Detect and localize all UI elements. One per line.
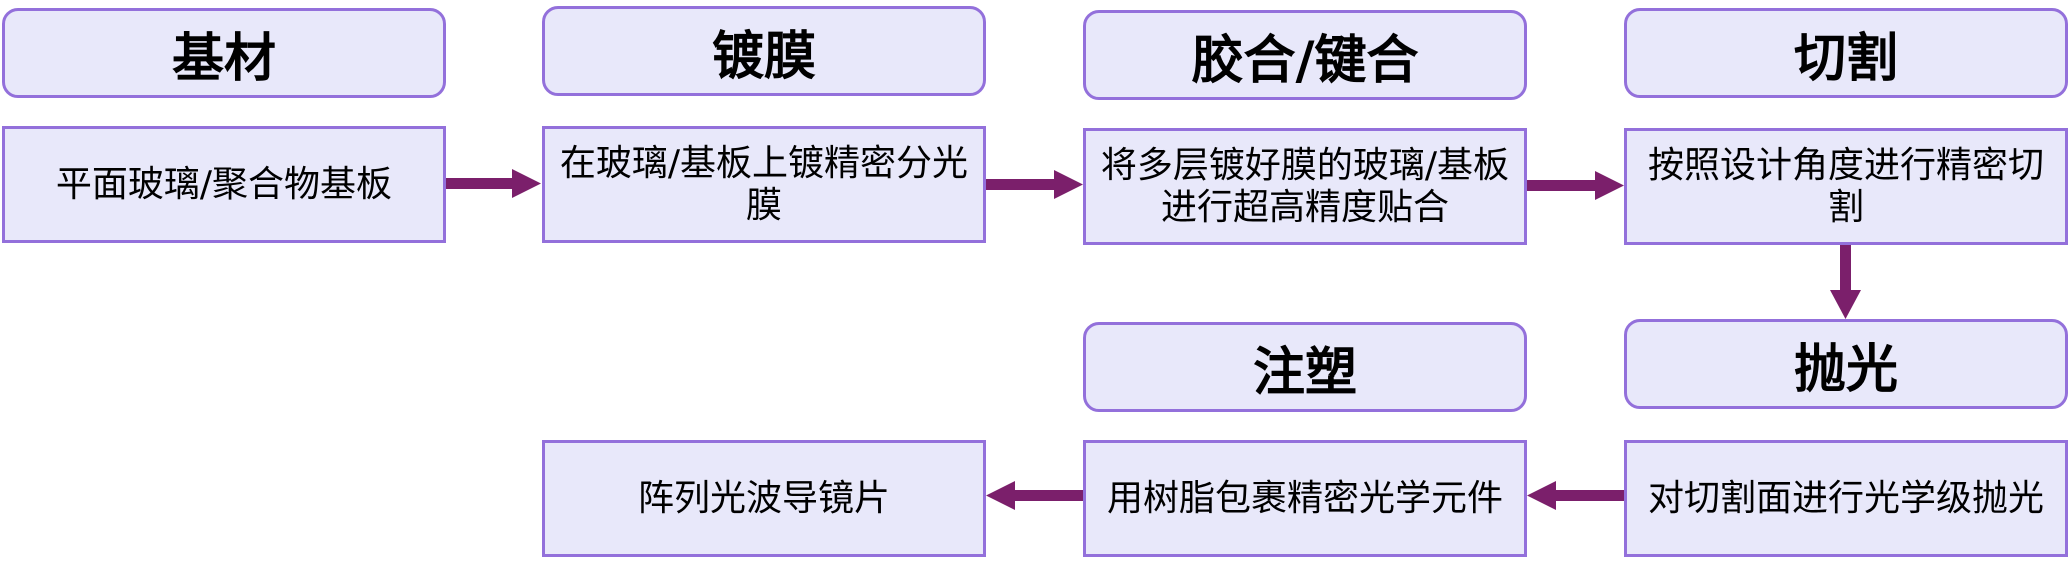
result-box: 阵列光波导镜片 xyxy=(542,440,986,557)
step-4-description: 按照设计角度进行精密切割 xyxy=(1647,144,2044,228)
step-1-box: 平面玻璃/聚合物基板 xyxy=(2,126,446,243)
step-6-description: 用树脂包裹精密光学元件 xyxy=(1106,477,1503,519)
step-1-description: 平面玻璃/聚合物基板 xyxy=(55,163,393,205)
step-3-title: 胶合/键合 xyxy=(1191,30,1419,91)
step-6-title: 注塑 xyxy=(1252,342,1357,403)
step-2-title: 镀膜 xyxy=(711,26,816,87)
arrow-down-icon xyxy=(1830,245,1861,319)
step-2-box: 在玻璃/基板上镀精密分光膜 xyxy=(542,126,986,243)
step-2-header: 镀膜 xyxy=(542,6,986,96)
step-5-header: 抛光 xyxy=(1624,319,2068,409)
step-6-box: 用树脂包裹精密光学元件 xyxy=(1083,440,1527,557)
arrow-left-icon xyxy=(1527,481,1624,510)
arrow-right-icon xyxy=(1527,171,1624,200)
step-4-title: 切割 xyxy=(1793,28,1898,89)
step-5-title: 抛光 xyxy=(1793,339,1898,400)
step-2-description: 在玻璃/基板上镀精密分光膜 xyxy=(559,142,969,226)
step-3-description: 将多层镀好膜的玻璃/基板进行超高精度贴合 xyxy=(1100,144,1510,228)
step-3-header: 胶合/键合 xyxy=(1083,10,1527,100)
arrow-left-icon xyxy=(986,481,1083,510)
step-1-header: 基材 xyxy=(2,8,446,98)
step-3-box: 将多层镀好膜的玻璃/基板进行超高精度贴合 xyxy=(1083,128,1527,245)
step-6-header: 注塑 xyxy=(1083,322,1527,412)
step-1-title: 基材 xyxy=(171,28,276,89)
arrow-right-icon xyxy=(446,169,541,198)
result-description: 阵列光波导镜片 xyxy=(637,477,890,519)
step-5-description: 对切割面进行光学级抛光 xyxy=(1647,477,2044,519)
step-4-header: 切割 xyxy=(1624,8,2068,98)
arrow-right-icon xyxy=(986,170,1083,199)
step-5-box: 对切割面进行光学级抛光 xyxy=(1624,440,2068,557)
step-4-box: 按照设计角度进行精密切割 xyxy=(1624,128,2068,245)
